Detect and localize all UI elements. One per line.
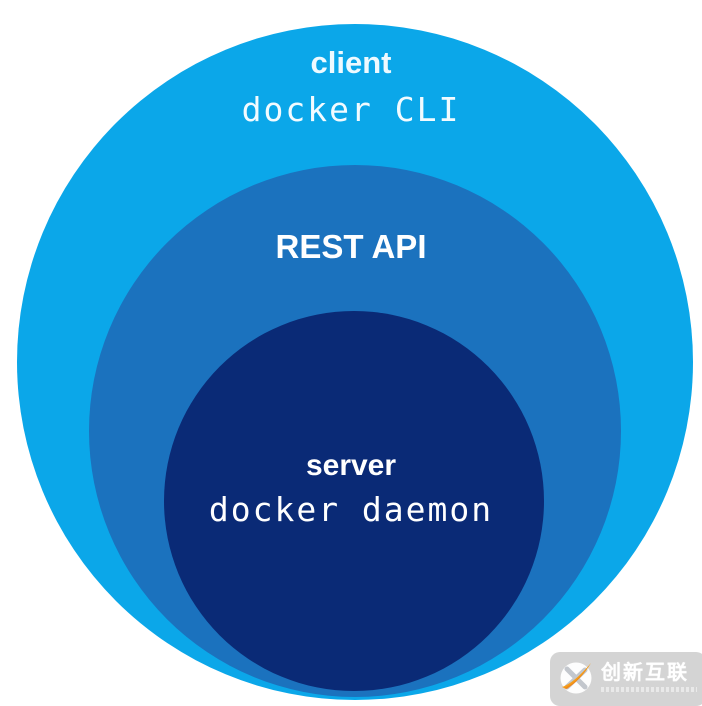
cx-swoosh-logo-icon [560, 662, 592, 694]
server-layer-title: server [305, 449, 397, 482]
client-layer-subtitle: docker CLI [241, 90, 461, 129]
watermark-text-column: 创新互联 [601, 662, 697, 692]
client-layer-title: client [310, 45, 392, 80]
watermark-brand-text: 创新互联 [601, 662, 689, 684]
watermark-subtext-strip [601, 687, 697, 692]
watermark-badge: 创新互联 [550, 652, 702, 706]
rest-api-layer-title: REST API [275, 228, 427, 265]
server-layer-subtitle: docker daemon [208, 490, 494, 529]
inner-circle-server-layer [164, 311, 544, 691]
